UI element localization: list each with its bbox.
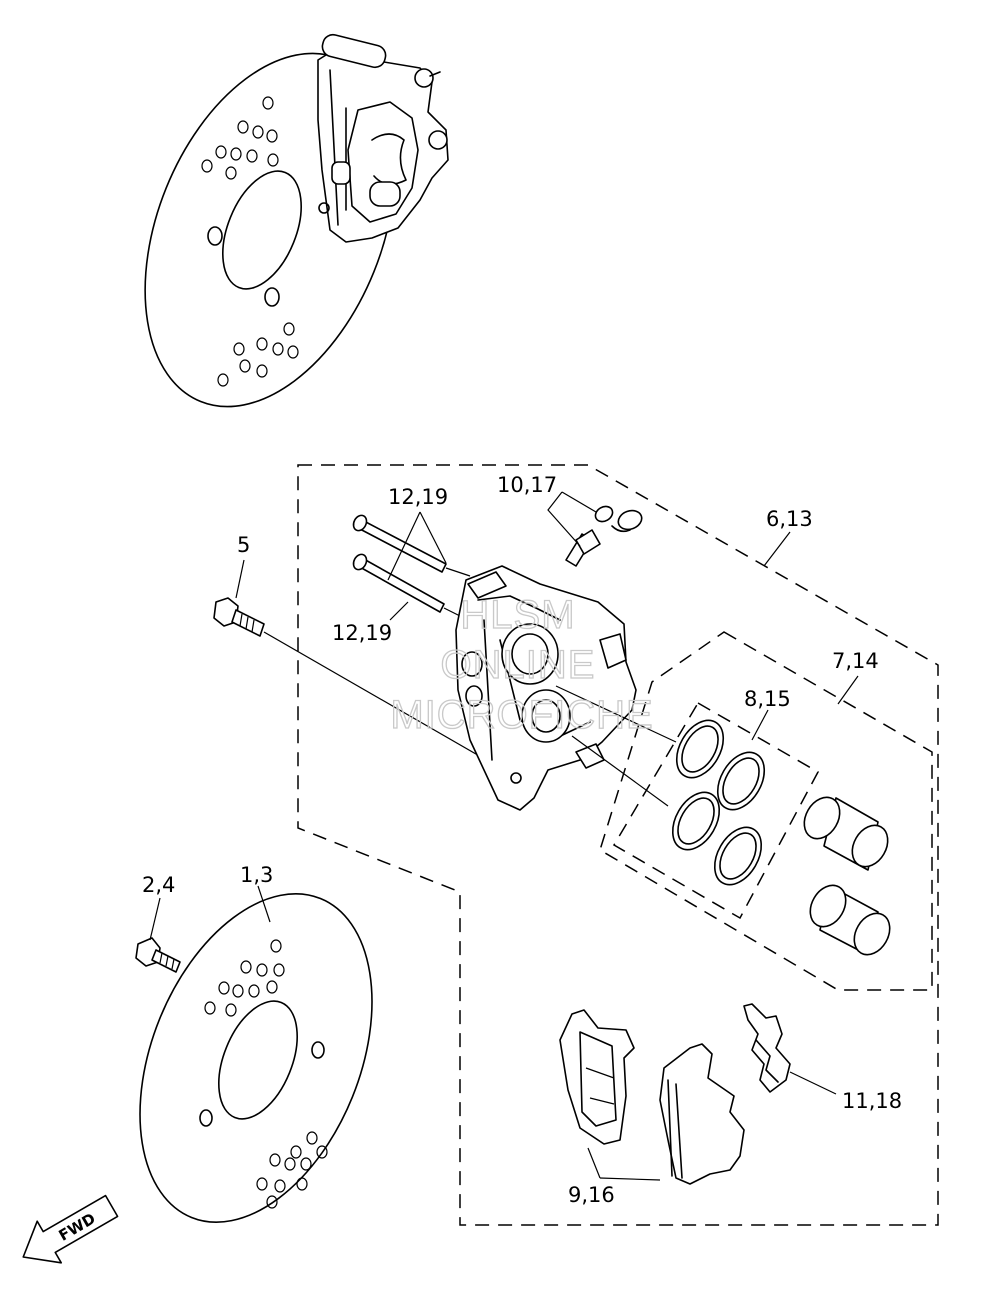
assembled-brake-view	[144, 33, 449, 408]
caliper-assembly-boundary	[297, 464, 939, 1226]
watermark-line-3: MICROFICHE	[390, 693, 653, 737]
assembled-disc-vent-holes	[201, 96, 299, 387]
watermark-line-1: HLSM	[460, 593, 575, 637]
watermark: HLSM ONLINE MICROFICHE	[390, 592, 654, 737]
bleed-valve-cap	[611, 509, 643, 533]
bleed-valve	[565, 505, 614, 567]
caliper-pin-bolt-upper	[352, 514, 447, 573]
label-piston-kit-7-14: 7,14	[832, 649, 879, 673]
label-caliper-assy-6-13: 6,13	[766, 507, 813, 531]
brake-disc	[139, 893, 373, 1223]
label-disc-bolt-2-4: 2,4	[142, 873, 175, 897]
caliper-pistons	[803, 796, 891, 956]
piston-seals	[671, 719, 766, 886]
label-brake-pads-9-16: 9,16	[568, 1183, 615, 1207]
brake-pad-inner	[559, 1009, 635, 1145]
bolt-5-leader-line	[263, 631, 496, 766]
label-disc-1-3: 1,3	[240, 863, 273, 887]
caliper-body	[455, 565, 637, 811]
piston-leader-line-2	[571, 735, 669, 807]
fwd-arrow-icon: FWD	[22, 1194, 119, 1264]
watermark-line-2: ONLINE	[441, 643, 596, 687]
seal-kit-boundary	[612, 701, 820, 920]
disc-bolt	[135, 937, 181, 973]
part-labels: 12,19 12,19 10,17 6,13 5 7,14 8,15 1,3 2…	[142, 473, 902, 1207]
pad-spring	[743, 1003, 791, 1093]
brake-pad-outer	[659, 1043, 745, 1185]
label-bleed-valve-10-17: 10,17	[497, 473, 557, 497]
disc-vent-holes	[204, 939, 328, 1209]
mounting-bolt-5	[213, 597, 265, 637]
label-bolt-12-19-top: 12,19	[388, 485, 448, 509]
caliper-pin-bolt-lower	[352, 553, 445, 613]
label-seal-kit-8-15: 8,15	[744, 687, 791, 711]
piston-kit-boundary	[599, 631, 933, 991]
piston-leader-line-1	[555, 685, 677, 743]
leader-lines	[149, 491, 859, 1181]
label-pad-spring-11-18: 11,18	[842, 1089, 902, 1113]
assembled-caliper	[317, 33, 449, 243]
label-bolt-12-19-bottom: 12,19	[332, 621, 392, 645]
label-bolt-5: 5	[237, 533, 250, 557]
assembled-disc-center-hole	[222, 170, 302, 290]
